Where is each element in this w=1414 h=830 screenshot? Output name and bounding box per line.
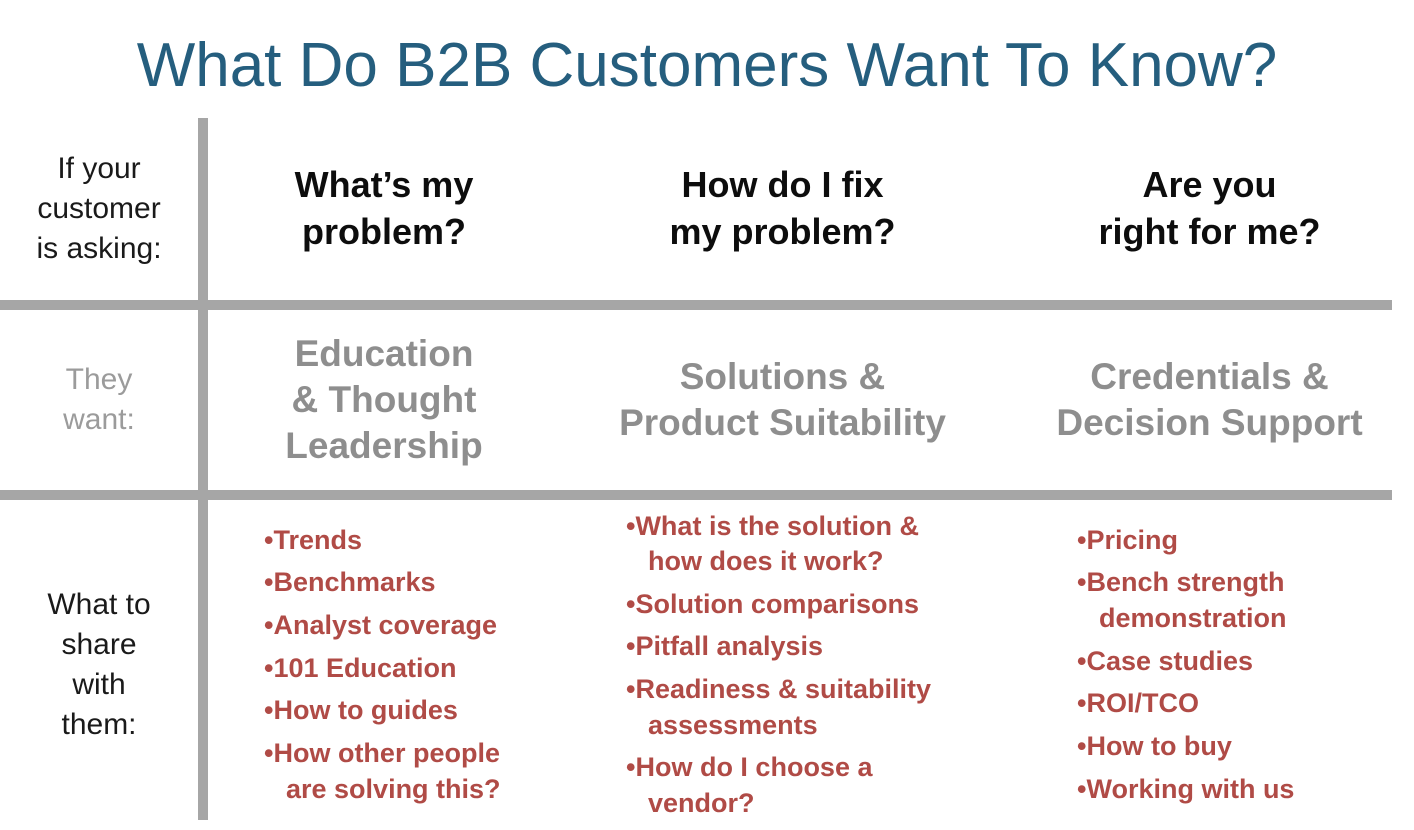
bullet-item: How do I choose a vendor? <box>626 750 931 821</box>
row-label-customer-asking: If your customer is asking: <box>36 151 162 266</box>
bullet-item: Readiness & suitability assessments <box>626 672 931 743</box>
share-list-education: Trends Benchmarks Analyst coverage 101 E… <box>208 500 616 830</box>
grid-horizontal-line-bottom <box>0 490 1392 500</box>
bullet-item: What is the solution & how does it work? <box>626 509 931 580</box>
page-title: What Do B2B Customers Want To Know? <box>136 31 1278 100</box>
bullet-item: Trends <box>264 523 501 559</box>
bullet-item: Pitfall analysis <box>626 629 931 665</box>
bullet-item: Benchmarks <box>264 565 501 601</box>
bullet-item: How to buy <box>1077 729 1294 765</box>
bullet-item: Pricing <box>1077 523 1294 559</box>
want-credentials-decision-support: Credentials & Decision Support <box>1056 356 1363 443</box>
question-are-you-right: Are you right for me? <box>1098 164 1321 252</box>
row-label-what-to-share: What to share with them: <box>47 587 151 742</box>
grid-horizontal-line-top <box>0 300 1392 310</box>
bullet-item: Solution comparisons <box>626 587 931 623</box>
want-education-thought-leadership: Education & Thought Leadership <box>285 333 483 466</box>
bullet-item: Bench strength demonstration <box>1077 565 1294 636</box>
want-solutions-product-suitability: Solutions & Product Suitability <box>619 356 946 443</box>
bullet-item: How to guides <box>264 693 501 729</box>
bullet-item: 101 Education <box>264 651 501 687</box>
row-label-they-want: They want: <box>63 362 135 436</box>
bullet-item: Analyst coverage <box>264 608 501 644</box>
bullet-item: Working with us <box>1077 772 1294 808</box>
bullet-item: ROI/TCO <box>1077 686 1294 722</box>
question-whats-my-problem: What’s my problem? <box>294 164 474 252</box>
question-how-do-i-fix: How do I fix my problem? <box>669 164 896 252</box>
bullet-list-solutions: What is the solution & how does it work?… <box>626 509 931 822</box>
grid-vertical-line <box>198 118 208 820</box>
bullet-item: Case studies <box>1077 644 1294 680</box>
bullet-item: How other people are solving this? <box>264 736 500 807</box>
bullet-list-education: Trends Benchmarks Analyst coverage 101 E… <box>264 523 501 807</box>
share-list-credentials: Pricing Bench strength demonstration Cas… <box>1005 500 1414 830</box>
bullet-list-credentials: Pricing Bench strength demonstration Cas… <box>1077 523 1294 807</box>
share-list-solutions: What is the solution & how does it work?… <box>560 500 1071 830</box>
